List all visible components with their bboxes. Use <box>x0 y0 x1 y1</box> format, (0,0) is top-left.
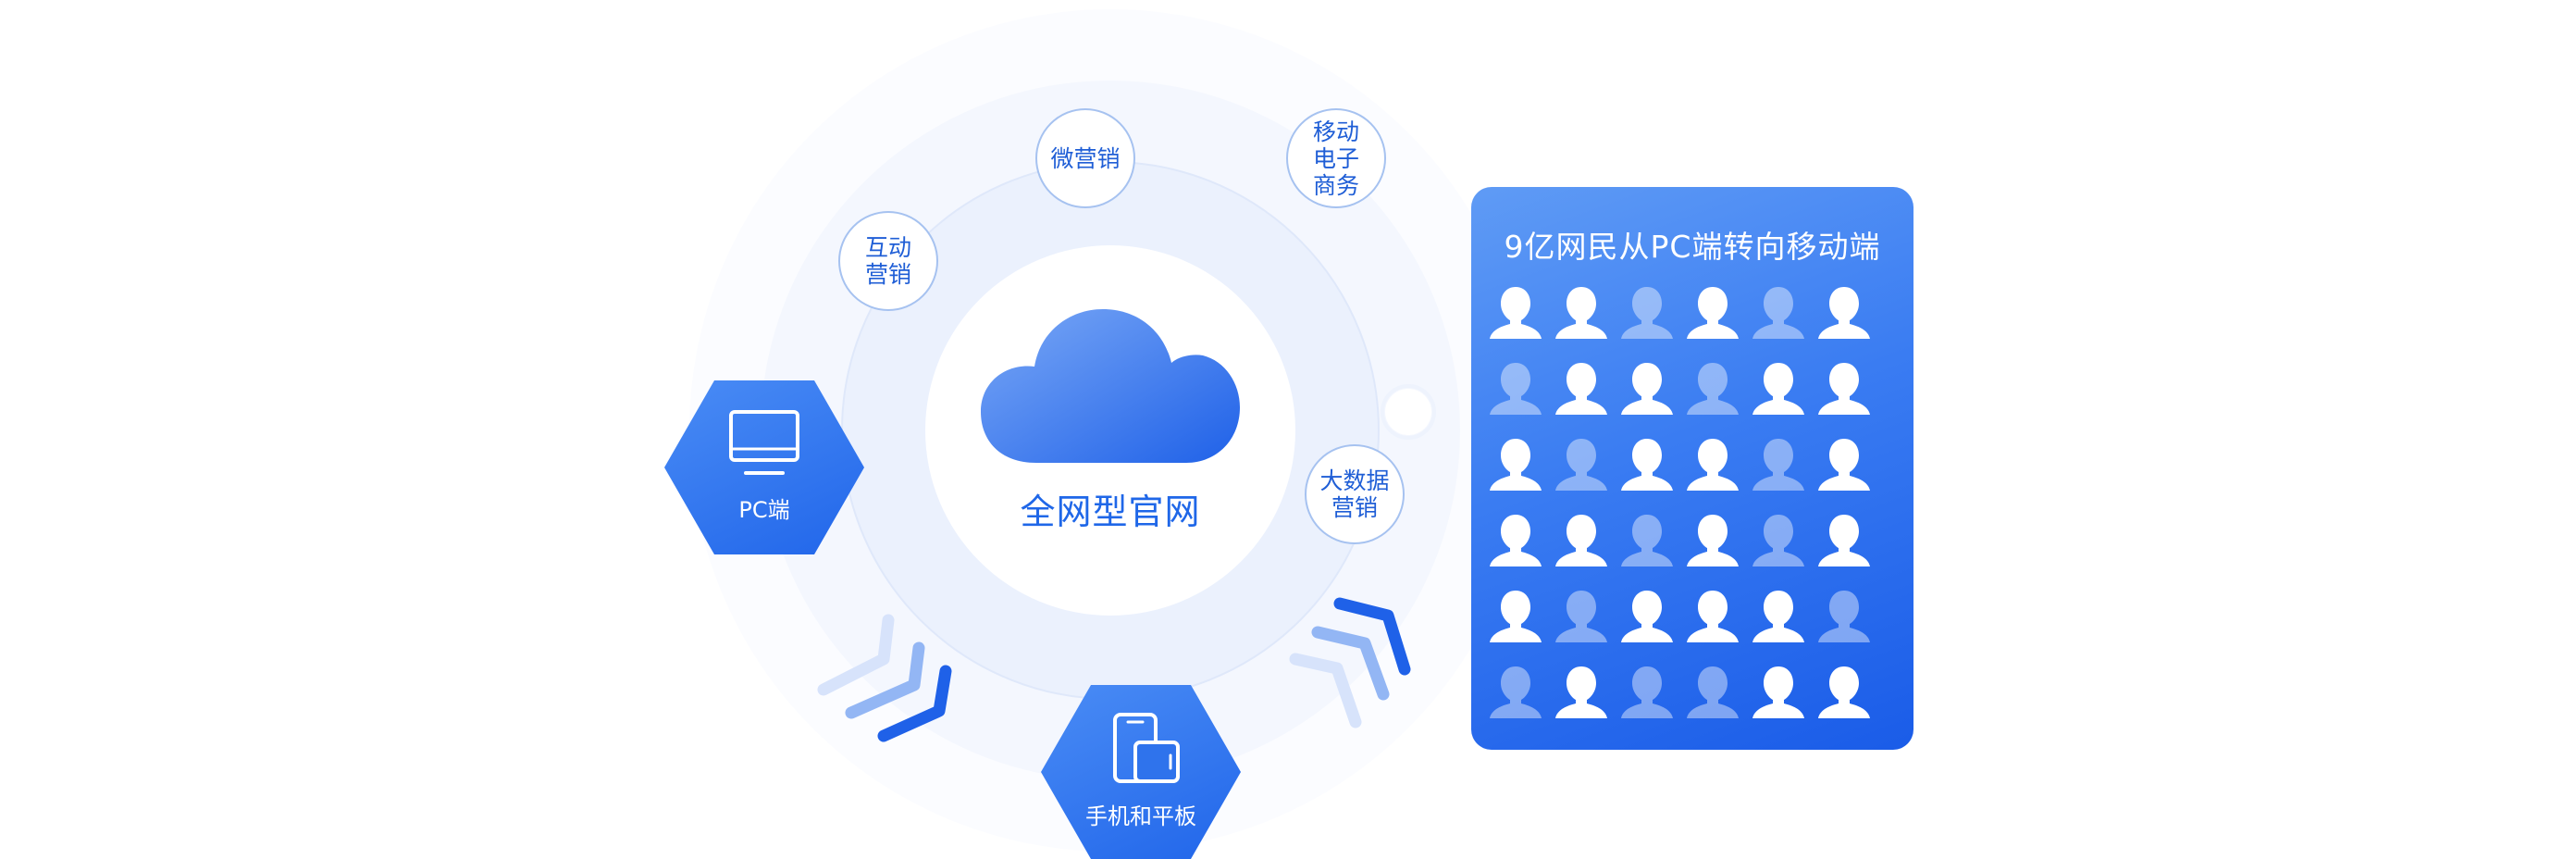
bubble-interactive-marketing: 互动 营销 <box>838 211 938 311</box>
person-icon <box>1814 283 1874 342</box>
person-icon <box>1486 587 1545 646</box>
person-icon-faded <box>1617 283 1677 342</box>
person-icon <box>1486 435 1545 494</box>
person-icon <box>1617 359 1677 418</box>
person-icon-faded <box>1749 283 1808 342</box>
person-icon-faded <box>1552 435 1611 494</box>
person-icon-faded <box>1617 511 1677 570</box>
person-icon <box>1814 359 1874 418</box>
person-icon <box>1683 511 1742 570</box>
person-icon <box>1683 283 1742 342</box>
bubble-wechat-marketing: 微营销 <box>1035 108 1135 208</box>
person-icon <box>1552 511 1611 570</box>
person-icon <box>1814 435 1874 494</box>
chevron-up-right-icon <box>1289 597 1411 728</box>
pc-label: PC端 <box>738 497 790 523</box>
person-icon <box>1749 359 1808 418</box>
person-icon <box>1552 283 1611 342</box>
person-icon-faded <box>1683 359 1742 418</box>
bubble-mobile-ecommerce: 移动 电子 商务 <box>1286 108 1386 208</box>
person-icon-faded <box>1617 663 1677 722</box>
person-icon <box>1814 663 1874 722</box>
phone-tablet-icon <box>1113 713 1180 783</box>
person-icon <box>1486 283 1545 342</box>
person-icon <box>1814 511 1874 570</box>
person-icon-faded <box>1814 587 1874 646</box>
person-icon <box>1552 359 1611 418</box>
person-icon <box>1749 587 1808 646</box>
person-icon-faded <box>1749 511 1808 570</box>
person-icon <box>1486 511 1545 570</box>
monitor-icon <box>729 410 799 475</box>
cloud-icon <box>981 309 1240 463</box>
chevron-down-left-icon <box>817 614 952 742</box>
panel-title: 9亿网民从PC端转向移动端 <box>1504 229 1881 265</box>
person-icon <box>1749 663 1808 722</box>
person-icon-faded <box>1749 435 1808 494</box>
bubble-bigdata-marketing: 大数据 营销 <box>1305 444 1405 544</box>
person-icon-faded <box>1683 663 1742 722</box>
person-icon <box>1552 663 1611 722</box>
person-icon-faded <box>1486 359 1545 418</box>
orbit-dot-halo <box>1381 384 1436 440</box>
person-icon <box>1683 435 1742 494</box>
netizens-panel: 9亿网民从PC端转向移动端 <box>1471 187 1913 750</box>
people-grid <box>1486 283 1901 735</box>
orbit-dot <box>1385 389 1431 435</box>
person-icon <box>1617 587 1677 646</box>
center-title: 全网型官网 <box>1020 492 1201 532</box>
person-icon-faded <box>1486 663 1545 722</box>
mobile-label: 手机和平板 <box>1085 803 1196 829</box>
person-icon <box>1617 435 1677 494</box>
person-icon <box>1683 587 1742 646</box>
person-icon-faded <box>1552 587 1611 646</box>
